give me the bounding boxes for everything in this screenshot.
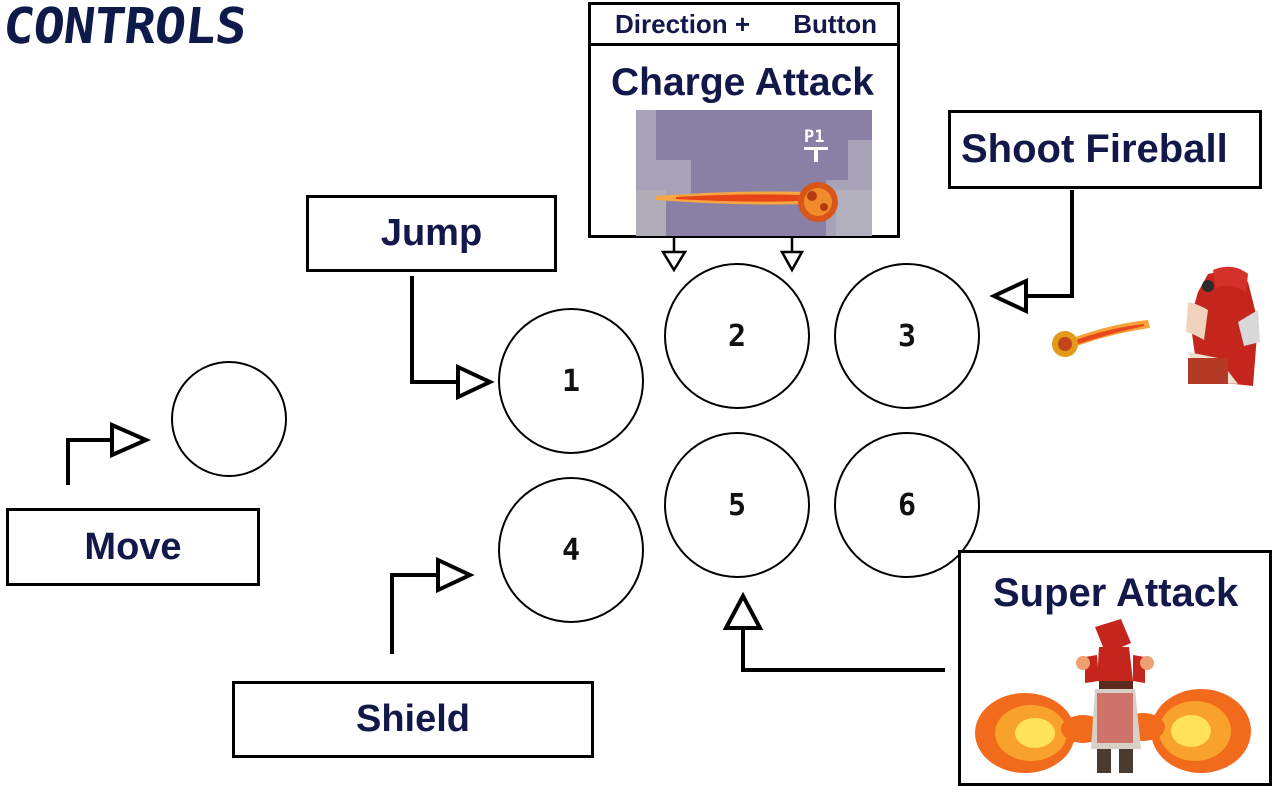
shield-label: Shield bbox=[355, 698, 471, 740]
shoot-fireball-label: Shoot Fireball bbox=[961, 127, 1228, 171]
move-label: Move bbox=[84, 525, 182, 568]
shoot-fireball-label-box: Shoot Fireball bbox=[948, 110, 1262, 189]
joystick-circle bbox=[171, 361, 287, 477]
jump-arrowhead bbox=[456, 363, 495, 401]
jump-label-box: Jump bbox=[306, 195, 557, 272]
super-attack-panel: Super Attack bbox=[958, 550, 1272, 786]
shield-label-box: Shield bbox=[232, 681, 594, 758]
charge-attack-label: Charge Attack bbox=[611, 61, 874, 104]
p1-tag: P1 bbox=[804, 127, 824, 147]
fireball-arrowhead bbox=[989, 277, 1028, 315]
direction-plus-label: Direction + bbox=[615, 8, 751, 39]
button-4: 4 bbox=[498, 477, 644, 623]
move-arrowhead bbox=[110, 421, 151, 459]
button-1: 1 bbox=[498, 308, 644, 454]
super-attack-label: Super Attack bbox=[993, 571, 1239, 615]
move-label-box: Move bbox=[6, 508, 260, 586]
button-word-label: Button bbox=[793, 8, 877, 39]
fireball-character-image bbox=[1052, 266, 1260, 386]
button-6: 6 bbox=[834, 432, 980, 578]
character bbox=[1076, 619, 1154, 773]
button-3: 3 bbox=[834, 263, 980, 409]
button-2: 2 bbox=[664, 263, 810, 409]
super-arrowhead bbox=[722, 591, 764, 630]
button-5: 5 bbox=[664, 432, 810, 578]
left-flame bbox=[975, 693, 1105, 773]
super-attack-image bbox=[975, 619, 1251, 773]
shield-arrowhead bbox=[436, 556, 475, 594]
direction-button-header: Direction + Button bbox=[591, 5, 897, 46]
charge-attack-panel: Direction + Button Charge Attack P1 bbox=[588, 2, 900, 238]
charge-attack-image: P1 bbox=[636, 110, 872, 236]
p1-icon: P1 bbox=[804, 127, 828, 162]
right-flame bbox=[1121, 689, 1251, 773]
jump-label: Jump bbox=[380, 212, 483, 254]
